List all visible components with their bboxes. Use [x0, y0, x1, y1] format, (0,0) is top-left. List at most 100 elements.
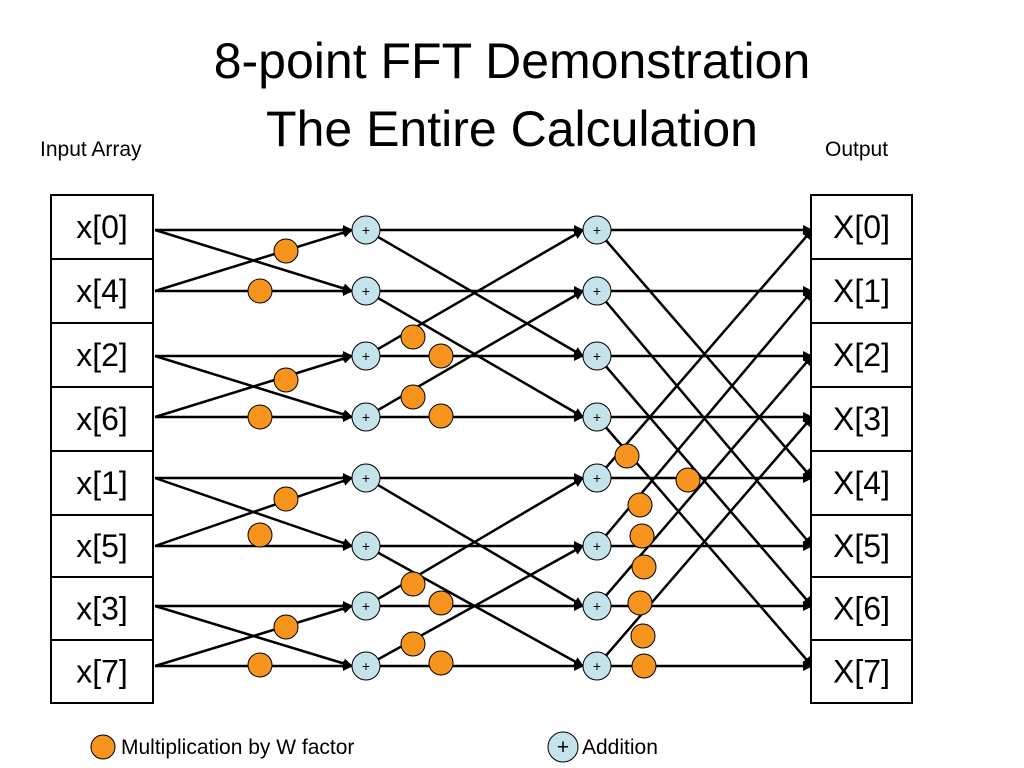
output-label: X[1]: [833, 273, 890, 309]
multiplier-node: [614, 443, 640, 469]
adder-plus: +: [593, 222, 601, 238]
input-cell: [50, 450, 154, 516]
output-label: X[4]: [833, 465, 890, 501]
multiplier-node: [428, 650, 454, 676]
output-label: X[0]: [833, 209, 890, 245]
input-label: x[2]: [76, 337, 128, 373]
input-cell: [50, 639, 154, 704]
output-cell: [810, 258, 913, 324]
adder-plus: +: [362, 538, 370, 554]
input-label: x[1]: [76, 465, 128, 501]
adder-plus: +: [362, 222, 370, 238]
adder-node: [582, 591, 612, 621]
adder-node: [582, 463, 612, 493]
adder-plus: +: [362, 598, 370, 614]
multiplier-node: [675, 467, 701, 493]
multipliers: [247, 238, 701, 679]
adder-node: [582, 341, 612, 371]
adder-plus: +: [593, 283, 601, 299]
adder-plus: +: [362, 470, 370, 486]
adder-plus: +: [593, 348, 601, 364]
multiplier-node: [273, 486, 299, 512]
input-cell: [50, 322, 154, 388]
output-cell: [810, 322, 913, 388]
adder-node: [351, 651, 381, 681]
adder-plus: +: [593, 538, 601, 554]
adder-plus: +: [362, 348, 370, 364]
arrays: x[0] x[4] x[2] x[6] x[1] x[5] x[3] x[7] X[0] X[1]…: [50, 194, 913, 704]
input-label: x[5]: [76, 528, 128, 564]
adders: ++++++++++++++++: [351, 215, 612, 681]
connection-lines: [154, 225, 813, 671]
adder-plus: +: [362, 283, 370, 299]
multiplier-node: [631, 653, 657, 679]
multiplier-node: [627, 590, 653, 616]
input-cell: [50, 514, 154, 578]
multiplier-node: [273, 614, 299, 640]
legend-add-icon: [547, 731, 579, 763]
multiplier-node: [247, 404, 273, 430]
input-cell: [50, 194, 154, 260]
output-caption: Output: [825, 138, 889, 161]
stage1-line: [154, 603, 353, 668]
output-cell: [810, 639, 913, 704]
adder-node: [351, 215, 381, 245]
title-line-2: The Entire Calculation: [266, 101, 758, 157]
multiplier-node: [247, 278, 273, 304]
stage3-line: [596, 416, 813, 667]
adder-node: [351, 531, 381, 561]
adder-node: [351, 591, 381, 621]
multiplier-node: [400, 384, 426, 410]
adder-node: [582, 215, 612, 245]
adder-plus: +: [362, 658, 370, 674]
output-label: X[5]: [833, 528, 890, 564]
legend-multiply-icon: [90, 734, 116, 760]
adder-node: [582, 531, 612, 561]
stage1-line: [154, 353, 353, 419]
multiplier-node: [247, 652, 273, 678]
multiplier-node: [247, 522, 273, 548]
adder-plus: +: [593, 598, 601, 614]
adder-node: [582, 276, 612, 306]
adder-plus: +: [593, 658, 601, 674]
adder-node: [351, 276, 381, 306]
input-label: x[7]: [76, 654, 128, 690]
output-cell: [810, 194, 913, 260]
title-line-1: 8-point FFT Demonstration: [213, 33, 811, 89]
input-label: x[0]: [76, 209, 128, 245]
adder-node: [582, 651, 612, 681]
multiplier-node: [629, 523, 655, 549]
legend-add-label: Addition: [582, 736, 658, 759]
multiplier-node: [630, 623, 656, 649]
input-cell: [50, 576, 154, 641]
adder-node: [351, 402, 381, 432]
multiplier-node: [273, 367, 299, 393]
multiplier-node: [428, 343, 454, 369]
stage3-line: [596, 229, 813, 479]
adder-node: [582, 402, 612, 432]
multiplier-node: [400, 571, 426, 597]
multiplier-node: [631, 554, 657, 580]
multiplier-node: [400, 324, 426, 350]
output-label: X[2]: [833, 337, 890, 373]
output-cell: [810, 514, 913, 578]
input-label: x[6]: [76, 401, 128, 437]
stage1-line: [154, 227, 353, 293]
input-label: x[4]: [76, 273, 128, 309]
output-label: X[6]: [833, 591, 890, 627]
multiplier-node: [400, 631, 426, 657]
input-array-caption: Input Array: [40, 138, 142, 161]
stage1-line: [154, 476, 353, 548]
adder-plus: +: [362, 409, 370, 425]
output-label: X[3]: [833, 401, 890, 437]
adder-plus: +: [593, 409, 601, 425]
input-cell: [50, 258, 154, 324]
legend: Multiplication by W factor + Addition: [90, 731, 658, 763]
multiplier-node: [273, 238, 299, 264]
adder-node: [351, 341, 381, 371]
input-label: x[3]: [76, 591, 128, 627]
multiplier-node: [428, 590, 454, 616]
multiplier-node: [428, 403, 454, 429]
output-cell: [810, 576, 913, 641]
